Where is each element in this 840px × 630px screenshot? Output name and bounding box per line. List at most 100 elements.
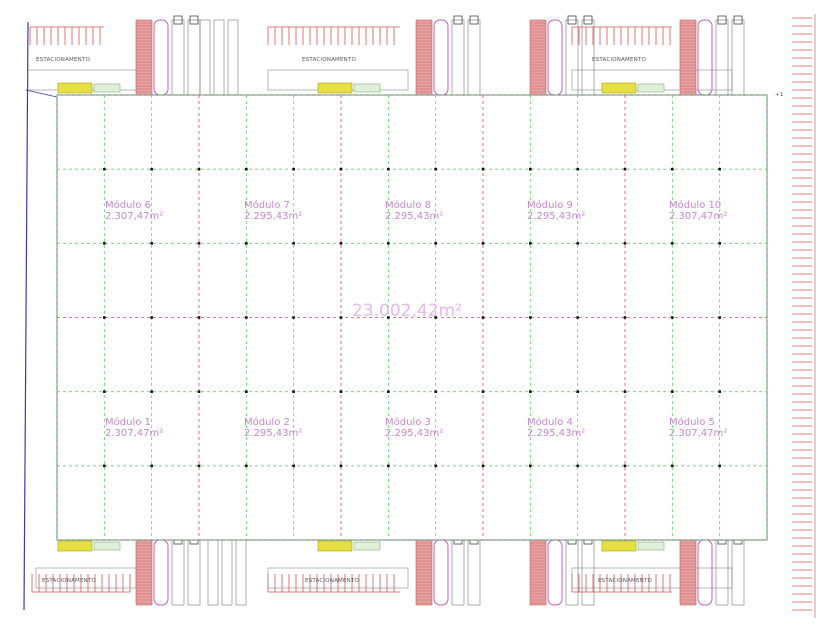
column-node [481,464,485,468]
column-node [718,316,721,319]
column-node [339,167,343,171]
column-node [245,242,248,245]
module-name: Módulo 3 [385,416,431,428]
module-name: Módulo 1 [105,416,151,428]
column-node [103,242,106,245]
column-node [671,464,674,468]
truck-trailer [353,83,381,93]
column-node [718,167,721,171]
column-node [434,316,437,319]
column-node [387,242,390,245]
column-node [103,390,106,393]
column-node [245,167,248,171]
column-node [434,390,437,393]
column-node [387,390,390,393]
column-node [150,242,153,245]
module-area: 2.295,43m² [385,428,443,439]
dock-top-4-dock [679,19,697,96]
module-area: 2.307,47m² [669,428,727,439]
parking-outline [267,567,409,589]
column-node [434,242,437,245]
column-node [292,316,295,319]
column-node [576,464,579,468]
module-name: Módulo 2 [244,416,290,428]
column-node [623,167,627,171]
parking-label-bottom-2: ESTACIONAMENTO [305,578,360,584]
module-name: Módulo 4 [527,416,573,428]
column-node [481,167,485,171]
truck-trailer [93,83,121,93]
site-lines [23,14,816,618]
module-name: Módulo 8 [385,199,431,211]
column-node [150,464,153,468]
column-node [292,464,295,468]
column-node [671,242,674,245]
module-name: Módulo 9 [527,199,573,211]
module-area: 2.295,43m² [244,428,302,439]
column-node [529,242,532,245]
column-node [292,242,295,245]
property-line-left [23,21,29,611]
column-node [434,167,437,171]
column-node [339,390,343,393]
column-node [339,464,343,468]
module-area: 2.307,47m² [105,211,163,222]
truck-block [317,82,353,94]
column-node [623,464,627,468]
column-node [150,316,153,319]
column-node [339,316,343,319]
column-node [103,464,106,468]
column-node [671,167,674,171]
module-area: 2.295,43m² [527,211,585,222]
column-node [529,316,532,319]
column-node [529,167,532,171]
column-node [623,316,627,319]
column-node [387,464,390,468]
column-node [481,316,485,319]
module-area: 2.295,43m² [527,428,585,439]
dock-bottom-4-dock [679,539,697,606]
column-node [481,390,485,393]
dock-bottom-1-dock [135,539,153,606]
parking-label-top-1: ESTACIONAMENTO [36,57,91,63]
column-node [103,167,106,171]
column-node [292,167,295,171]
dock-top-1-truck-icon [173,15,183,25]
dock-bottom-3-dock [529,539,547,606]
column-node [671,316,674,319]
dock-top-1-dock [135,19,153,96]
truck-trailer [93,541,121,551]
dock-top-2-dock [415,19,433,96]
column-node [576,390,579,393]
column-node [387,167,390,171]
column-node [387,316,390,319]
column-node [292,390,295,393]
truck-block [57,82,93,94]
truck-trailer [353,541,381,551]
dock-top-3-dock [529,19,547,96]
property-line-corner [25,89,58,98]
column-node [623,390,627,393]
structural-grid [56,94,768,541]
column-node [150,390,153,393]
column-node [718,390,721,393]
truck-block [317,540,353,552]
column-node [576,242,579,245]
column-node [245,390,248,393]
column-node [481,242,485,245]
parking-label-top-2: ESTACIONAMENTO [302,57,357,63]
column-node [197,390,201,393]
parking-label-bottom-3: ESTACIONAMENTO [598,578,653,584]
column-node [197,464,201,468]
dock-top-2-truck-icon [469,15,479,25]
column-node [718,242,721,245]
truck-trailer [637,541,665,551]
truck-block [57,540,93,552]
module-name: Módulo 5 [669,416,715,428]
column-node [434,464,437,468]
parking-label-top-3: ESTACIONAMENTO [592,57,647,63]
column-node [529,464,532,468]
column-node [623,242,627,245]
dock-top-3-truck-icon [583,15,593,25]
